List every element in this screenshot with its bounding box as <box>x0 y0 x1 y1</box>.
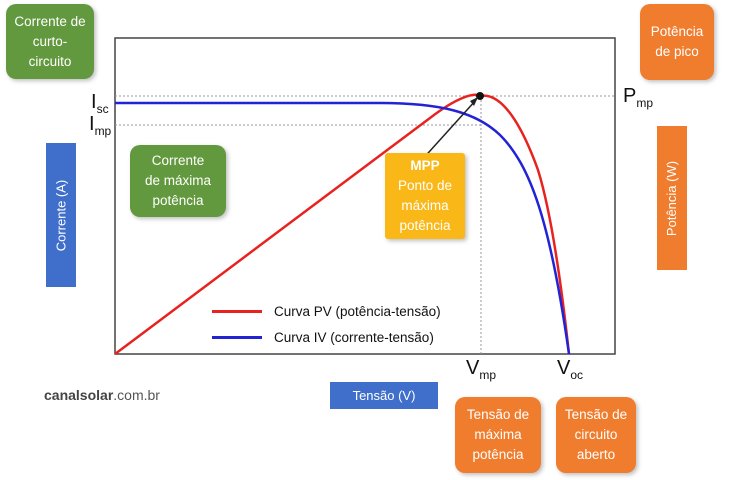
power-axis-title: Potência (W) <box>657 126 687 270</box>
mpp-arrowhead <box>470 97 478 106</box>
iv-curve <box>115 101 571 355</box>
current-axis-title: Corrente (A) <box>46 143 76 287</box>
legend: Curva PV (potência-tensão) Curva IV (cor… <box>212 298 441 350</box>
plot-frame <box>114 37 616 355</box>
voc-description-callout: Tensão de circuito aberto <box>556 397 636 473</box>
mpp-callout: MPP Ponto de máxima potência <box>385 153 465 239</box>
isc-label: Isc <box>91 91 109 116</box>
mpp-point <box>476 92 484 100</box>
iv-swatch <box>212 335 262 339</box>
vmp-description-callout: Tensão de máxima potência <box>455 397 541 473</box>
mpp-arrow <box>419 99 477 163</box>
imp-label: Imp <box>89 113 112 138</box>
pv-swatch <box>212 309 262 313</box>
voltage-axis-title: Tensão (V) <box>330 382 438 409</box>
watermark: canalsolar.com.br <box>44 387 160 403</box>
short-circuit-current-callout: Corrente de curto- circuito <box>6 4 94 79</box>
max-power-current-callout: Corrente de máxima potência <box>130 145 226 217</box>
vmp-label: Vmp <box>466 357 497 382</box>
pv-curve <box>114 93 571 356</box>
peak-power-callout: Potência de pico <box>640 4 714 80</box>
pmp-label: Pmp <box>623 85 654 110</box>
voc-label: Voc <box>557 357 584 382</box>
legend-item-pv: Curva PV (potência-tensão) <box>212 298 441 324</box>
legend-item-iv: Curva IV (corrente-tensão) <box>212 324 441 350</box>
